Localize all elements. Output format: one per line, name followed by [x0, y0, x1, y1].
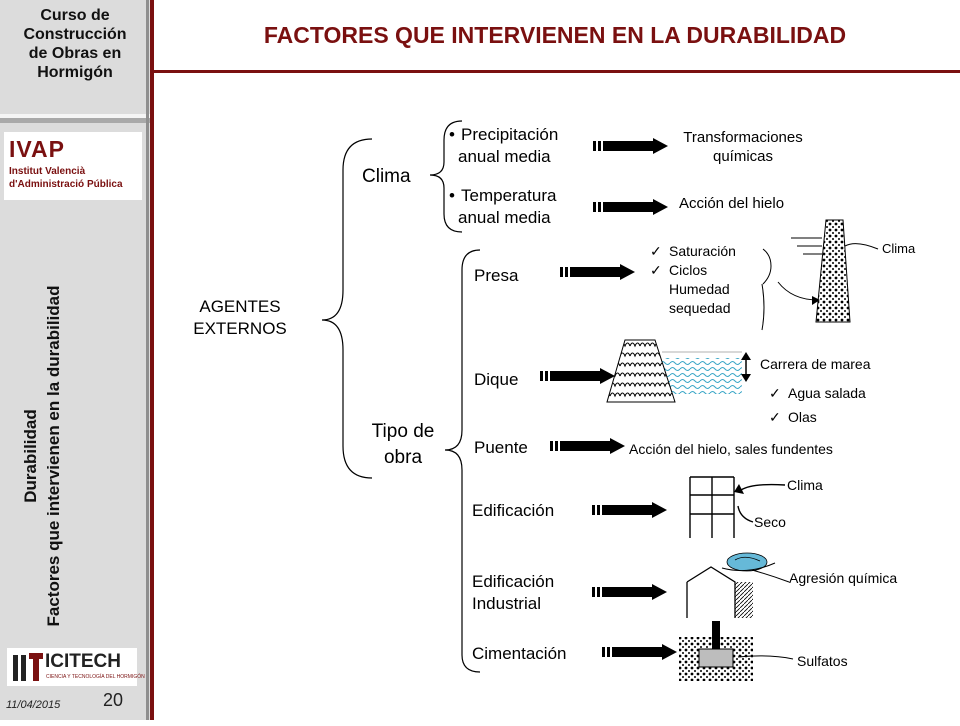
tipo-obra-label: Tipo de obra	[371, 421, 435, 468]
clima-item-precipitacion: •Precipitación anual media	[449, 125, 559, 166]
date: 11/04/2015	[6, 699, 61, 711]
presa-effects: ✓Saturación ✓Ciclos Humedad sequedad	[650, 243, 736, 316]
dam-illustration	[761, 219, 879, 331]
cimentacion-effect: Sulfatos	[797, 653, 848, 669]
cimentacion-label: Cimentación	[472, 644, 567, 663]
arrow-edificacion-industrial	[592, 584, 667, 600]
puente-effect: Acción del hielo, sales fundentes	[629, 441, 833, 457]
arrow-precipitacion	[593, 138, 668, 154]
presa-clima-label: Clima	[882, 241, 916, 256]
icitech-emblem-icon	[13, 653, 43, 681]
arrow-dique	[540, 368, 615, 384]
root-label: AGENTES EXTERNOS	[193, 297, 287, 338]
vertical-rule	[150, 0, 154, 720]
clima-bracket	[429, 120, 463, 233]
tipo-obra-bracket	[444, 249, 481, 673]
dique-tide-label: Carrera de marea	[760, 356, 871, 372]
effect-transformaciones: Transformaciones químicas	[683, 129, 803, 165]
effect-accion-hielo: Acción del hielo	[679, 195, 785, 212]
clima-label: Clima	[362, 166, 411, 187]
course-title: Curso de Construcción de Obras en Hormig…	[23, 7, 127, 81]
arrow-puente	[550, 438, 625, 454]
industrial-building-illustration	[686, 552, 790, 618]
icitech-logo: ICITECH CIENCIA Y TECNOLOGÍA DEL HORMIGÓ…	[7, 648, 145, 686]
edificacion-seco-label: Seco	[754, 514, 786, 530]
dique-label: Dique	[474, 370, 519, 389]
breakwater-illustration	[606, 339, 751, 403]
arrow-temperatura	[593, 199, 668, 215]
page-number: 20	[103, 690, 124, 710]
sidebar-divider-shadow	[0, 114, 150, 123]
clima-item-temperatura: •Temperatura anual media	[449, 186, 557, 227]
presa-label: Presa	[474, 266, 519, 285]
edificacion-clima-label: Clima	[787, 477, 823, 493]
edificacion-industrial-label: Edificación Industrial	[472, 572, 555, 613]
horizontal-rule	[150, 70, 960, 73]
sidebar-edge-shadow	[146, 0, 149, 720]
arrow-cimentacion	[602, 644, 677, 660]
foundation-illustration	[679, 621, 794, 681]
arrow-edificacion	[592, 502, 667, 518]
sidebar-divider	[0, 114, 150, 118]
edificacion-industrial-effect: Agresión química	[789, 570, 898, 586]
edificacion-label: Edificación	[472, 501, 555, 520]
arrow-presa	[560, 264, 635, 280]
ivap-logo: IVAP Institut Valencià d'Administració P…	[4, 132, 142, 200]
building-frame-illustration	[689, 476, 786, 538]
dique-effects: ✓Agua salada ✓Olas	[769, 385, 866, 425]
page-title: FACTORES QUE INTERVIENEN EN LA DURABILID…	[263, 22, 847, 48]
root-bracket	[321, 138, 373, 479]
puente-label: Puente	[474, 438, 528, 457]
